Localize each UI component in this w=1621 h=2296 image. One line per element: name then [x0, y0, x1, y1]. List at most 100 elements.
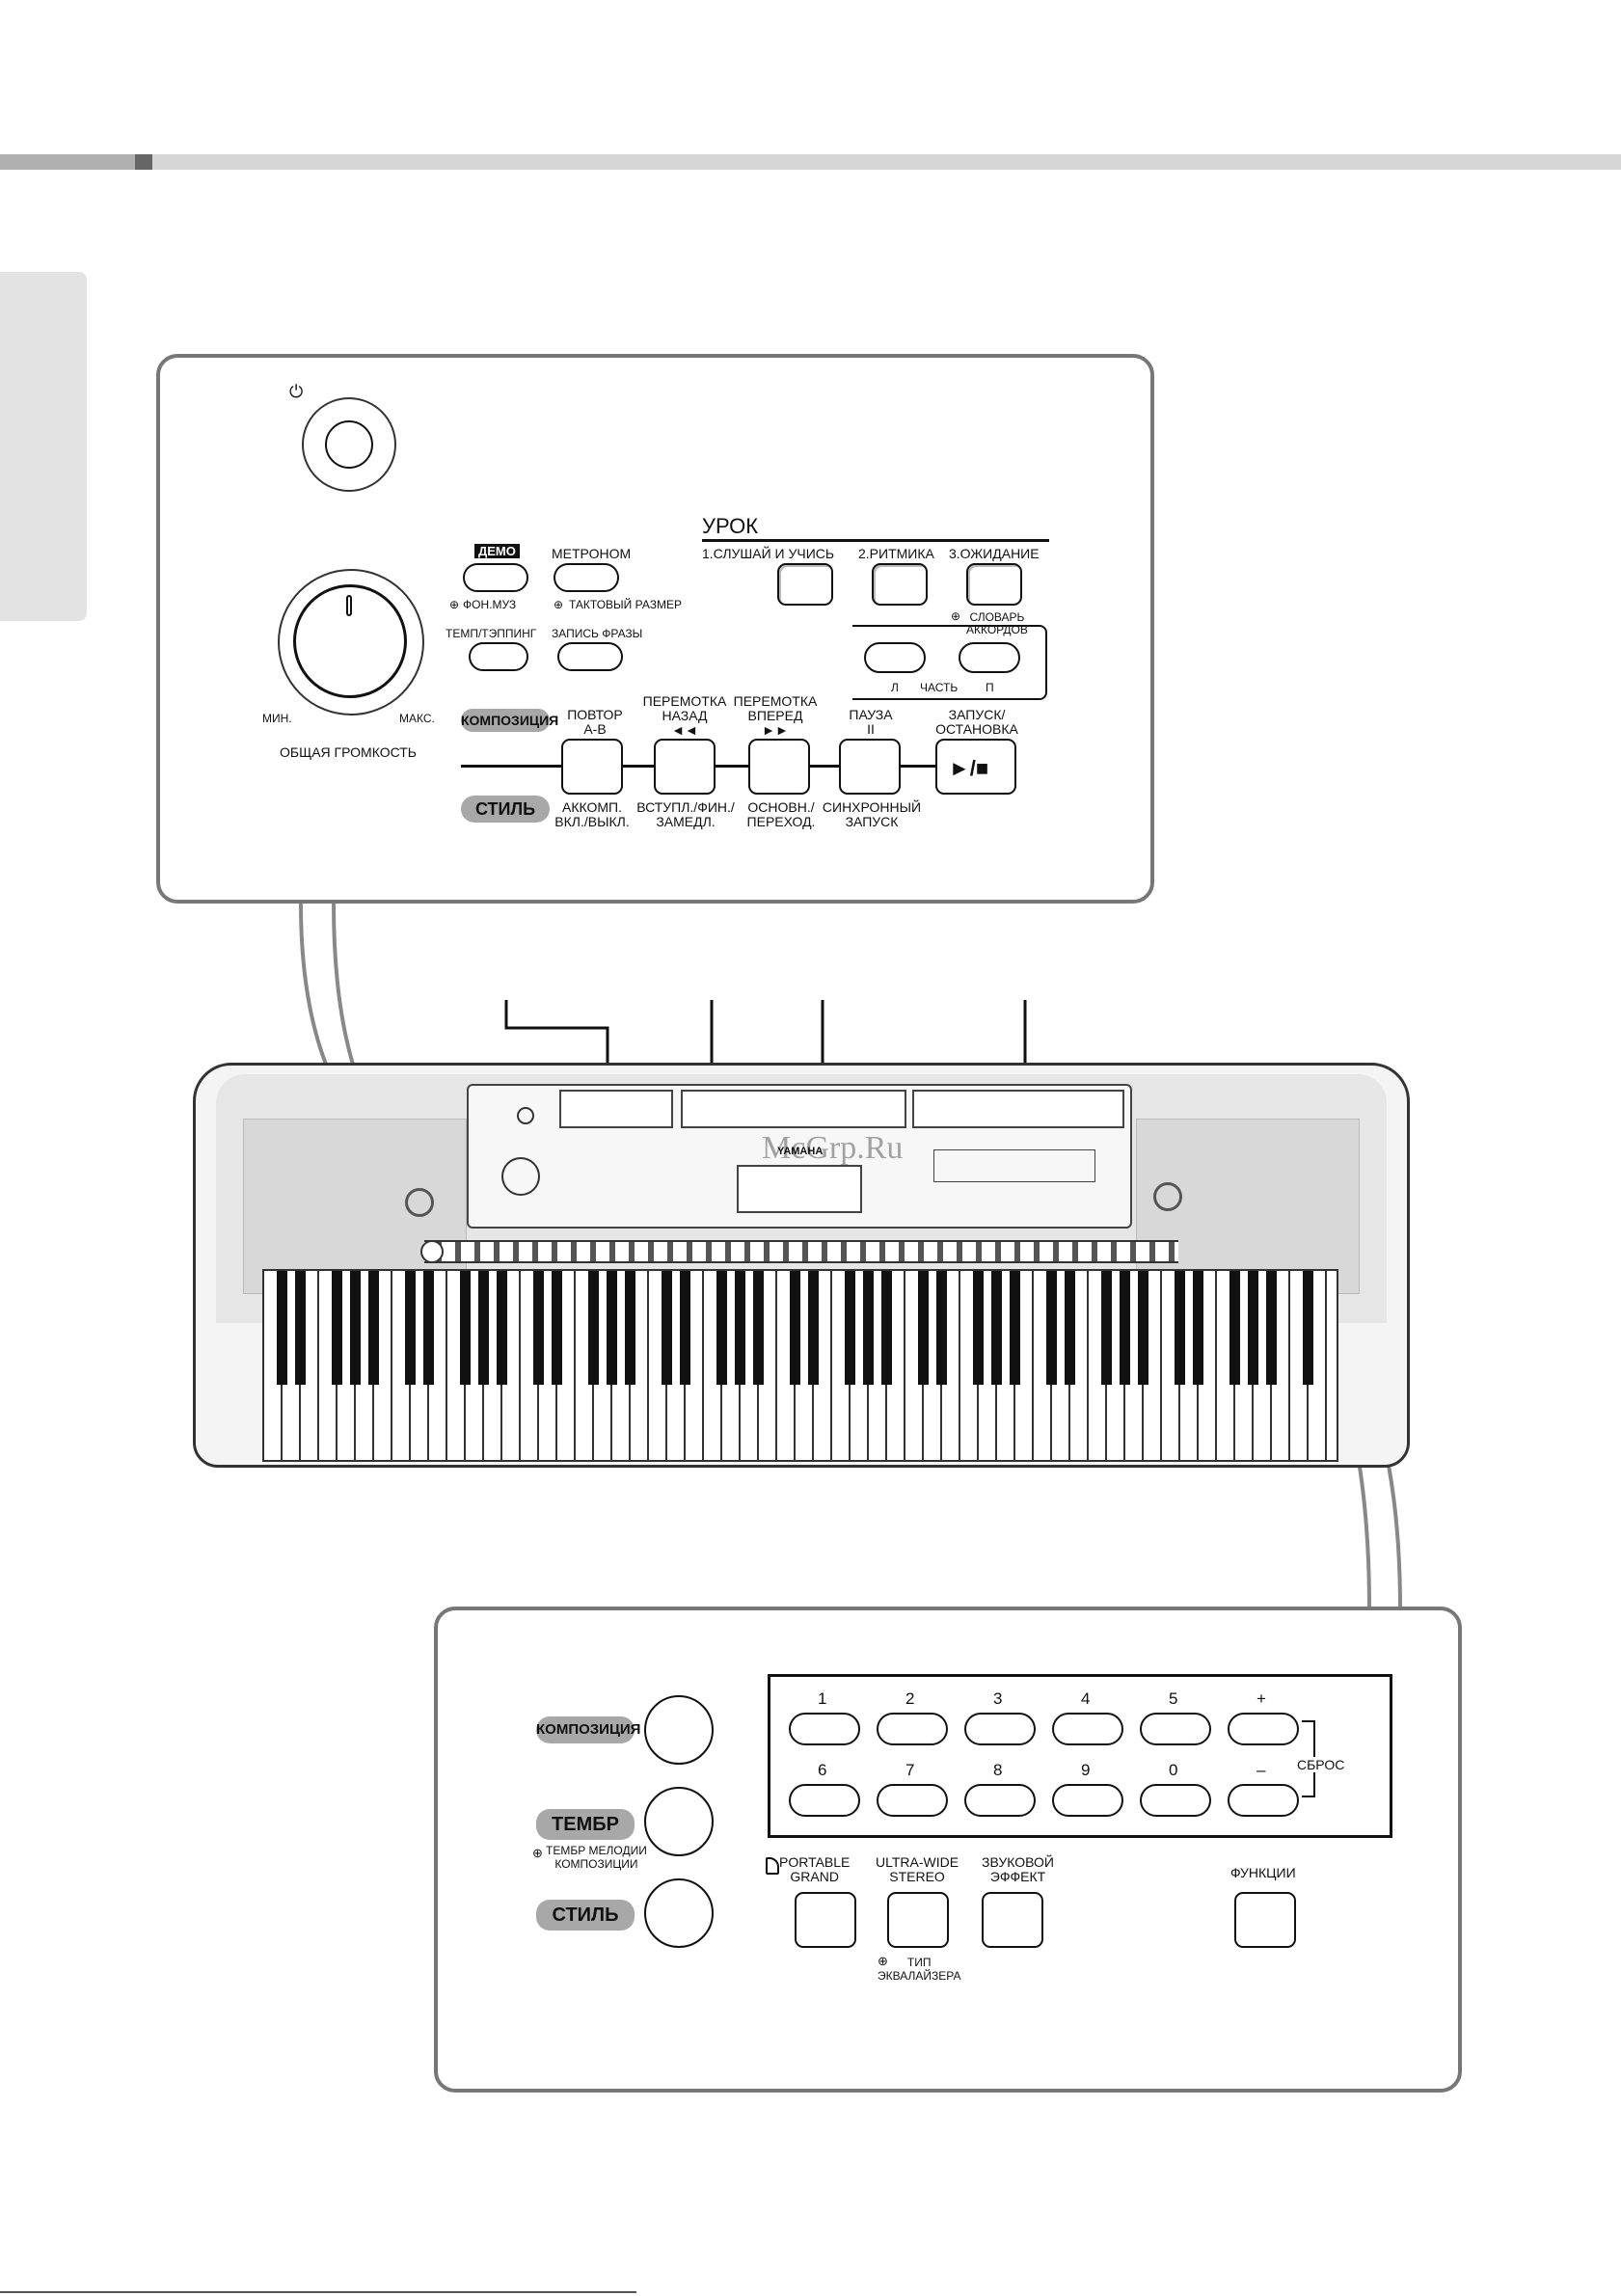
- numpad-key-0-4[interactable]: [1140, 1713, 1211, 1745]
- bgm-label: ФОН.МУЗ: [463, 598, 517, 611]
- black-key: [808, 1271, 819, 1385]
- transport-bottom-label: СИНХРОННЫЙ ЗАПУСК: [822, 799, 922, 829]
- black-key: [423, 1271, 434, 1385]
- black-key: [790, 1271, 800, 1385]
- numpad-key-1-5[interactable]: [1228, 1784, 1299, 1817]
- black-key: [332, 1271, 342, 1385]
- side-tab: [0, 272, 87, 621]
- header-bar: [0, 154, 1621, 170]
- numpad-key-1-3[interactable]: [1052, 1784, 1123, 1817]
- sound-effect-label: ЗВУКОВОЙ ЭФФЕКТ: [982, 1854, 1054, 1884]
- numpad-key-label: 1: [818, 1689, 827, 1708]
- lesson-timing-button[interactable]: [872, 563, 928, 606]
- volume-knob-inner: [293, 584, 407, 698]
- black-key: [350, 1271, 361, 1385]
- style-tag: СТИЛЬ: [536, 1900, 635, 1931]
- transport-bottom-label: АККОМП. ВКЛ./ВЫКЛ.: [554, 799, 630, 829]
- numpad-key-label: 2: [905, 1689, 915, 1708]
- rewind-button[interactable]: [654, 739, 716, 795]
- lcd-display: [737, 1165, 862, 1213]
- ab-repeat-button[interactable]: [561, 739, 623, 795]
- black-key: [863, 1271, 874, 1385]
- sound-effect-button[interactable]: [982, 1892, 1043, 1948]
- part-bracket: [852, 625, 1047, 700]
- black-key: [1248, 1271, 1258, 1385]
- portable-grand-button[interactable]: [795, 1892, 856, 1948]
- black-key: [1046, 1271, 1057, 1385]
- transport-bottom-label: ОСНОВН./ ПЕРЕХОД.: [746, 799, 816, 829]
- demo-button[interactable]: [463, 563, 528, 592]
- start-stop-button[interactable]: [935, 739, 1016, 795]
- phrase-rec-button[interactable]: [557, 642, 623, 671]
- black-key: [1010, 1271, 1020, 1385]
- black-key: [1138, 1271, 1148, 1385]
- black-key: [277, 1271, 287, 1385]
- numpad-key-0-1[interactable]: [877, 1713, 948, 1745]
- numpad-key-label: 0: [1169, 1761, 1178, 1779]
- numpad-key-0-5[interactable]: [1228, 1713, 1299, 1745]
- black-key: [662, 1271, 672, 1385]
- numpad-key-0-3[interactable]: [1052, 1713, 1123, 1745]
- black-key: [533, 1271, 544, 1385]
- numpad-key-0-2[interactable]: [964, 1713, 1036, 1745]
- fast-forward-button[interactable]: [748, 739, 810, 795]
- power-button[interactable]: [302, 397, 396, 492]
- black-key: [973, 1271, 984, 1385]
- ultra-wide-stereo-button[interactable]: [887, 1892, 949, 1948]
- black-key: [918, 1271, 929, 1385]
- shift-icon: ⊕: [532, 1846, 543, 1860]
- lesson-waiting-label: 3.ОЖИДАНИЕ: [949, 546, 1040, 561]
- piano-keys: [262, 1269, 1338, 1462]
- volume-min-label: МИН.: [262, 712, 292, 725]
- tempo-tap-button[interactable]: [469, 642, 528, 671]
- portable-grand-label: PORTABLE GRAND: [779, 1854, 851, 1884]
- numpad-key-1-2[interactable]: [964, 1784, 1036, 1817]
- voice-button[interactable]: [644, 1787, 714, 1856]
- part-left-button[interactable]: [864, 642, 926, 673]
- lesson-listen-button[interactable]: [777, 563, 833, 606]
- black-key: [625, 1271, 635, 1385]
- black-key: [552, 1271, 562, 1385]
- black-key: [1065, 1271, 1075, 1385]
- numpad-key-1-1[interactable]: [877, 1784, 948, 1817]
- style-list-box: [912, 1090, 1124, 1128]
- numpad-key-label: –: [1256, 1761, 1266, 1779]
- style-button[interactable]: [644, 1878, 714, 1948]
- part-right-label: П: [986, 681, 994, 694]
- lesson-rule: [702, 539, 1049, 542]
- numpad-key-label: 6: [818, 1761, 827, 1779]
- volume-knob-indicator: [346, 595, 352, 616]
- function-button[interactable]: [1234, 1892, 1296, 1948]
- black-key: [1303, 1271, 1313, 1385]
- song-tag: КОМПОЗИЦИЯ: [536, 1716, 640, 1743]
- footer-line: [0, 2291, 636, 2293]
- black-key: [405, 1271, 416, 1385]
- lesson-title: УРОК: [702, 514, 759, 538]
- numpad-key-0-0[interactable]: [789, 1713, 860, 1745]
- function-label: ФУНКЦИИ: [1230, 1865, 1296, 1880]
- demo-tag: ДЕМО: [474, 544, 520, 558]
- black-key: [716, 1271, 727, 1385]
- numpad-key-1-4[interactable]: [1140, 1784, 1211, 1817]
- part-left-label: Л: [891, 681, 899, 694]
- metronome-button[interactable]: [554, 563, 619, 592]
- song-button[interactable]: [644, 1695, 714, 1765]
- numpad-key-1-0[interactable]: [789, 1784, 860, 1817]
- jack-right: [1153, 1182, 1182, 1211]
- part-right-button[interactable]: [959, 642, 1020, 673]
- transport-bottom-label: ВСТУПЛ./ФИН./ ЗАМЕДЛ.: [636, 799, 735, 829]
- numpad-key-label: 4: [1081, 1689, 1091, 1708]
- black-key: [478, 1271, 489, 1385]
- black-key: [460, 1271, 471, 1385]
- brand-logo: YAMAHA: [777, 1146, 824, 1157]
- pause-button[interactable]: [839, 739, 901, 795]
- watermark: McGrp.Ru: [762, 1130, 904, 1166]
- play-stop-icon: ►/■: [949, 756, 989, 780]
- master-volume-knob[interactable]: [278, 569, 424, 716]
- song-list-box: [559, 1090, 673, 1128]
- lesson-waiting-button[interactable]: [966, 563, 1022, 606]
- volume-max-label: МАКС.: [399, 712, 435, 725]
- black-key: [1266, 1271, 1277, 1385]
- voice-tag: ТЕМБР: [536, 1809, 635, 1840]
- black-key: [607, 1271, 617, 1385]
